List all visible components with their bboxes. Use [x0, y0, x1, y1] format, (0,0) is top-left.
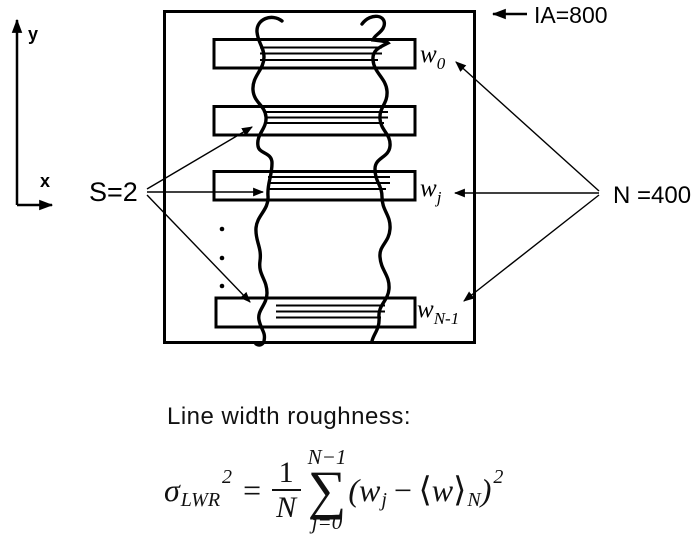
left-angle-bracket: ⟨ [418, 470, 432, 511]
rough-line-edges [251, 14, 392, 347]
measurement-bars [212, 38, 417, 329]
coordinate-axes [11, 18, 54, 211]
bar-wj [212, 170, 417, 202]
bar-wn1 [214, 296, 417, 329]
n400-arrows [453, 61, 600, 302]
ellipsis-dots [219, 226, 225, 289]
summation-upper-limit: N−1 [307, 445, 347, 469]
lwr-formula: σ LWR 2 = 1 N N−1 ∑ j=0 ( w j − ⟨ w ⟩ N … [164, 447, 503, 533]
close-paren: ) [480, 471, 492, 508]
bar-w0 [212, 38, 417, 70]
fraction-denominator: N [276, 491, 297, 525]
right-angle-bracket: ⟩ [453, 470, 467, 511]
wj-label: wj [420, 175, 442, 207]
outer-exponent: 2 [493, 465, 504, 488]
equals-sign: = [241, 471, 263, 508]
n400-arrow-bottom [463, 194, 600, 302]
s2-label: S=2 [89, 177, 138, 207]
s2-arrow-bottom [146, 194, 251, 303]
x-axis-label: x [40, 171, 50, 191]
summation: N−1 ∑ j=0 [308, 447, 347, 533]
mean-subscript: N [467, 488, 481, 511]
open-paren: ( [348, 471, 359, 508]
n400-arrow-top [455, 61, 600, 192]
sigma-exponent: 2 [222, 465, 233, 488]
summation-lower-limit: j=0 [311, 510, 343, 535]
left-edge-wave [251, 15, 284, 347]
w-term: w [358, 471, 381, 508]
right-edge-wave [360, 14, 392, 343]
inspection-area-box [163, 10, 476, 344]
summation-symbol: ∑ [307, 460, 347, 520]
w-term-subscript: j [381, 488, 387, 511]
w0-label: w0 [420, 41, 446, 73]
bar-1 [212, 105, 417, 137]
scan-lines [260, 46, 390, 319]
s2-arrow-top [146, 126, 253, 190]
y-axis-label: y [28, 24, 38, 44]
fraction-one-over-n: 1 N [271, 457, 301, 525]
minus-sign: − [391, 471, 414, 508]
s2-arrows [146, 126, 265, 303]
ia-label: IA=800 [534, 2, 608, 28]
wn1-label: wN-1 [417, 296, 459, 328]
sigma-symbol: σ [164, 471, 180, 508]
fraction-numerator: 1 [271, 457, 301, 492]
w-mean: w [431, 471, 454, 508]
n400-label: N =400 [613, 182, 691, 209]
sigma-subscript: LWR [180, 488, 221, 511]
caption-line-width-roughness: Line width roughness: [167, 403, 411, 430]
